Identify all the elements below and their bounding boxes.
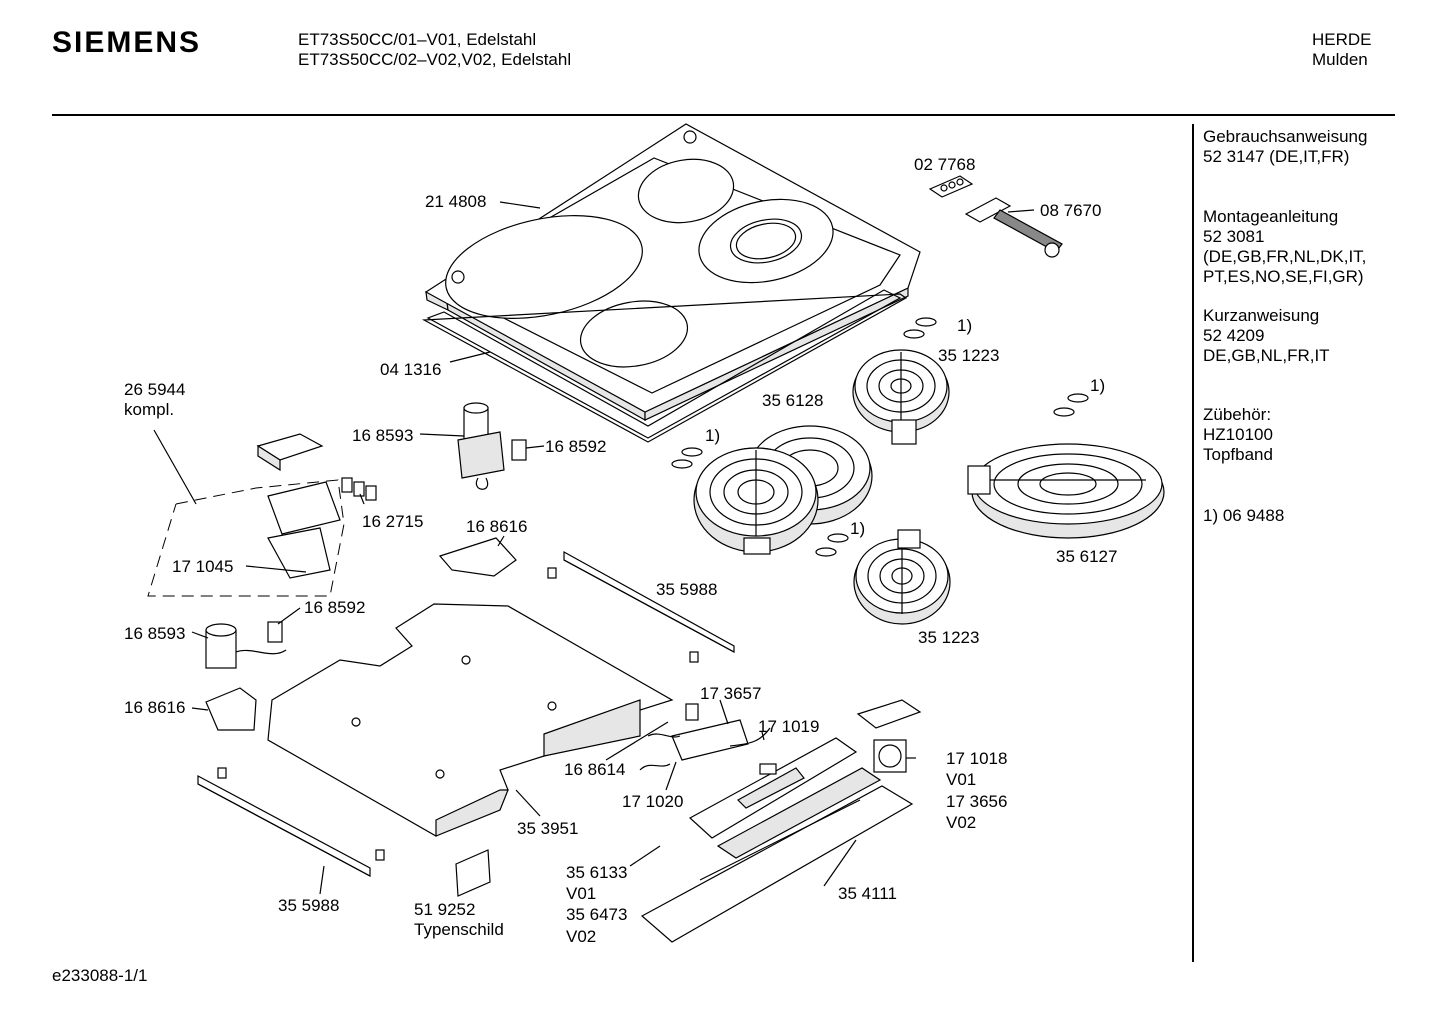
energy-regulator-top [457,402,505,490]
label-168592-top: 16 8592 [545,437,607,456]
cooktop-glass-panel [424,123,921,422]
gasket-seal [426,289,902,439]
fan-171018 [856,699,922,773]
cable-assembly [639,703,771,771]
holder-168616-top [438,537,517,577]
footnote-marker-c: 1) [705,426,721,445]
model-designation: ET73S50CC/01–V01, Edelstahl ET73S50CC/02… [298,30,571,70]
installation-guide-languages-1: (DE,GB,FR,NL,DK,IT, [1203,247,1367,266]
complete-set-outline [147,479,345,597]
model-line-2: ET73S50CC/02–V02,V02, Edelstahl [298,50,572,69]
gasket-seal-outline [421,293,908,443]
label-171019: 17 1019 [758,717,820,736]
accessories-part: HZ10100 [1203,425,1273,444]
switch-168592-top [511,439,527,461]
label-168616-mid: 16 8616 [124,698,186,717]
label-173657: 17 3657 [700,684,762,703]
label-162715: 16 2715 [362,512,424,531]
heating-element-356128 [693,425,873,555]
label-041316: 04 1316 [380,360,442,379]
label-353951: 35 3951 [517,819,579,838]
label-355988-bottom: 35 5988 [278,896,340,915]
label-265944: 26 5944 [124,380,186,399]
label-356127: 35 6127 [1056,547,1118,566]
category-line-2: Mulden [1312,50,1368,69]
housing-354111 [640,767,914,943]
user-manual-number: 52 3147 (DE,IT,FR) [1203,147,1350,166]
drawing-id: e233088-1/1 [52,966,148,985]
base-plate-353951 [267,603,674,837]
label-027768: 02 7768 [914,155,976,174]
accessories-name: Topfband [1203,445,1273,464]
footnote-marker-d: 1) [850,519,866,538]
footnote-marker-a: 1) [957,316,973,335]
header-divider [52,114,1395,116]
sidebar-user-manual: Gebrauchsanweisung 52 3147 (DE,IT,FR) [1203,127,1367,167]
label-356128: 35 6128 [762,391,824,410]
glass-scraper-tool [964,197,1063,258]
model-line-1: ET73S50CC/01–V01, Edelstahl [298,30,537,49]
label-typenschild: Typenschild [414,920,504,939]
product-category: HERDE Mulden [1312,30,1372,70]
installation-guide-title: Montageanleitung [1203,207,1339,226]
label-356473: 35 6473 [566,905,628,924]
label-168592-mid: 16 8592 [304,598,366,617]
quick-guide-title: Kurzanweisung [1203,306,1320,325]
footnote-marker-b: 1) [1090,376,1106,395]
label-171020: 17 1020 [622,792,684,811]
connector-162715 [341,477,377,501]
label-356133: 35 6133 [566,863,628,882]
label-kompl: kompl. [124,400,175,419]
fastening-clips [671,317,1089,557]
user-manual-title: Gebrauchsanweisung [1203,127,1368,146]
label-214808: 21 4808 [425,192,487,211]
heating-element-356127 [967,443,1165,539]
type-plate [455,849,491,897]
label-351223-top: 35 1223 [938,346,1000,365]
sidebar-footnote: 1) 06 9488 [1203,506,1285,525]
sidebar-divider [1192,124,1194,962]
complete-set-parts [256,433,341,579]
heating-element-351223-bottom [853,529,951,625]
label-v02-fan: V02 [946,813,977,832]
label-354111: 35 4111 [838,884,897,903]
brand-logo: SIEMENS [52,26,202,59]
heating-element-351223-top [852,349,950,445]
leader-lines [153,201,1035,895]
sidebar-accessories: Zübehör: HZ10100 Topfband [1203,405,1273,465]
category-line-1: HERDE [1312,30,1372,49]
label-171018: 17 1018 [946,749,1008,768]
scraper-blade-pack [928,175,974,198]
control-board-356133 [688,737,858,839]
label-351223-bottom: 35 1223 [918,628,980,647]
installation-guide-number: 52 3081 [1203,227,1265,246]
label-173656: 17 3656 [946,792,1008,811]
label-087670: 08 7670 [1040,201,1102,220]
accessories-title: Zübehör: [1203,405,1272,424]
label-168616-top: 16 8616 [466,517,528,536]
switch-168592-mid [267,621,283,643]
label-355988-top: 35 5988 [656,580,718,599]
label-168593-mid: 16 8593 [124,624,186,643]
label-v01-board: V01 [566,884,597,903]
label-519252: 51 9252 [414,900,476,919]
rail-355988-bottom [197,767,385,878]
energy-regulator-mid [205,623,287,669]
sidebar-quick-guide: Kurzanweisung 52 4209 DE,GB,NL,FR,IT [1203,306,1330,366]
rail-355988-top [547,550,735,663]
quick-guide-languages: DE,GB,NL,FR,IT [1203,346,1330,365]
label-v02-board: V02 [566,927,597,946]
sidebar-installation-guide: Montageanleitung 52 3081 (DE,GB,FR,NL,DK… [1203,207,1366,287]
quick-guide-number: 52 4209 [1203,326,1265,345]
label-171045: 17 1045 [172,557,234,576]
label-168614: 16 8614 [564,760,626,779]
holder-168616-mid [205,687,257,731]
label-v01-fan: V01 [946,770,977,789]
label-168593-top: 16 8593 [352,426,414,445]
installation-guide-languages-2: PT,ES,NO,SE,FI,GR) [1203,267,1364,286]
